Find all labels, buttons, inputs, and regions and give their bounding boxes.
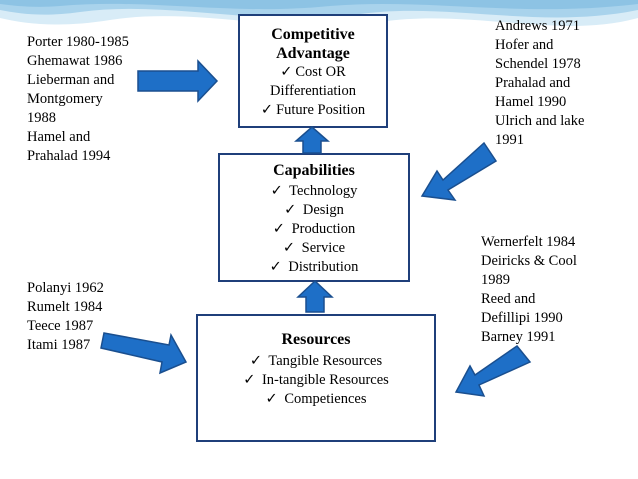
capabilities-item: ✓ Distribution xyxy=(269,259,359,275)
competitive-advantage-title-line1: Competitive xyxy=(271,26,355,43)
ref-line: 1988 xyxy=(27,110,56,126)
ref-line: Schendel 1978 xyxy=(495,56,581,72)
header-wave-decoration xyxy=(0,0,638,26)
ref-line: Prahalad 1994 xyxy=(27,148,111,164)
check-icon: ✓ xyxy=(284,202,297,218)
arrow-down-left-icon xyxy=(420,141,498,201)
ref-line: Ghemawat 1986 xyxy=(27,53,123,69)
capabilities-item: ✓ Service xyxy=(282,240,346,256)
ref-line: Hamel and xyxy=(27,129,91,145)
check-icon: ✓ xyxy=(260,102,274,118)
ref-line: Montgomery xyxy=(27,91,103,107)
ref-line: Defillipi 1990 xyxy=(481,310,563,326)
capabilities-item: ✓ Production xyxy=(272,221,356,237)
capabilities-title: Capabilities xyxy=(273,162,355,179)
capabilities-item: ✓ Design xyxy=(284,202,344,218)
arrow-up-icon xyxy=(296,279,334,313)
resources-item: ✓ Tangible Resources xyxy=(249,353,383,369)
right-top-references: Andrews 1971 Hofer and Schendel 1978 Pra… xyxy=(495,17,584,150)
check-icon: ✓ xyxy=(249,353,263,369)
check-icon: ✓ xyxy=(270,183,283,199)
ref-line: Polanyi 1962 xyxy=(27,280,104,296)
resources-title: Resources xyxy=(281,331,351,348)
ref-line: Deiricks & Cool xyxy=(481,253,577,269)
ref-line: Porter 1980-1985 xyxy=(27,34,129,50)
check-icon: ✓ xyxy=(269,259,282,275)
competitive-advantage-item-continuation: Differentiation xyxy=(270,83,356,99)
resources-item: ✓ In-tangible Resources xyxy=(243,372,389,388)
check-icon: ✓ xyxy=(282,240,296,256)
competitive-advantage-title-line2: Advantage xyxy=(276,45,350,62)
ref-line: Lieberman and xyxy=(27,72,115,88)
ref-line: Wernerfelt 1984 xyxy=(481,234,576,250)
arrow-down-left-icon xyxy=(454,344,532,397)
ref-line: 1991 xyxy=(495,132,524,148)
ref-line: Hamel 1990 xyxy=(495,94,567,110)
ref-line: Andrews 1971 xyxy=(495,18,580,34)
check-icon: ✓ xyxy=(243,372,256,388)
arrow-up-icon xyxy=(294,126,330,154)
ref-line: Itami 1987 xyxy=(27,337,91,353)
ref-line: 1989 xyxy=(481,272,510,288)
resources-item: ✓ Competiences xyxy=(265,391,367,407)
competitive-advantage-box: Competitive Advantage ✓Cost OR Different… xyxy=(238,14,388,128)
ref-line: Rumelt 1984 xyxy=(27,299,103,315)
left-bottom-references: Polanyi 1962 Rumelt 1984 Teece 1987 Itam… xyxy=(27,279,104,355)
right-bottom-references: Wernerfelt 1984 Deiricks & Cool 1989 Ree… xyxy=(481,233,577,347)
arrow-right-icon xyxy=(100,332,188,375)
resources-box: Resources ✓ Tangible Resources ✓ In-tang… xyxy=(196,314,436,442)
check-icon: ✓ xyxy=(265,391,278,407)
ref-line: Hofer and xyxy=(495,37,554,53)
arrow-right-icon xyxy=(137,59,219,103)
competitive-advantage-item: ✓Future Position xyxy=(260,102,366,118)
ref-line: Prahalad and xyxy=(495,75,571,91)
capabilities-box: Capabilities ✓ Technology ✓ Design ✓ Pro… xyxy=(218,153,410,282)
ref-line: Teece 1987 xyxy=(27,318,94,334)
left-top-references: Porter 1980-1985 Ghemawat 1986 Lieberman… xyxy=(27,33,129,166)
ref-line: Reed and xyxy=(481,291,536,307)
capabilities-item: ✓ Technology xyxy=(270,183,358,199)
check-icon: ✓ xyxy=(280,64,293,80)
ref-line: Ulrich and lake xyxy=(495,113,585,129)
competitive-advantage-item: ✓Cost OR xyxy=(280,64,346,80)
ref-line: Barney 1991 xyxy=(481,329,556,345)
check-icon: ✓ xyxy=(272,221,285,237)
